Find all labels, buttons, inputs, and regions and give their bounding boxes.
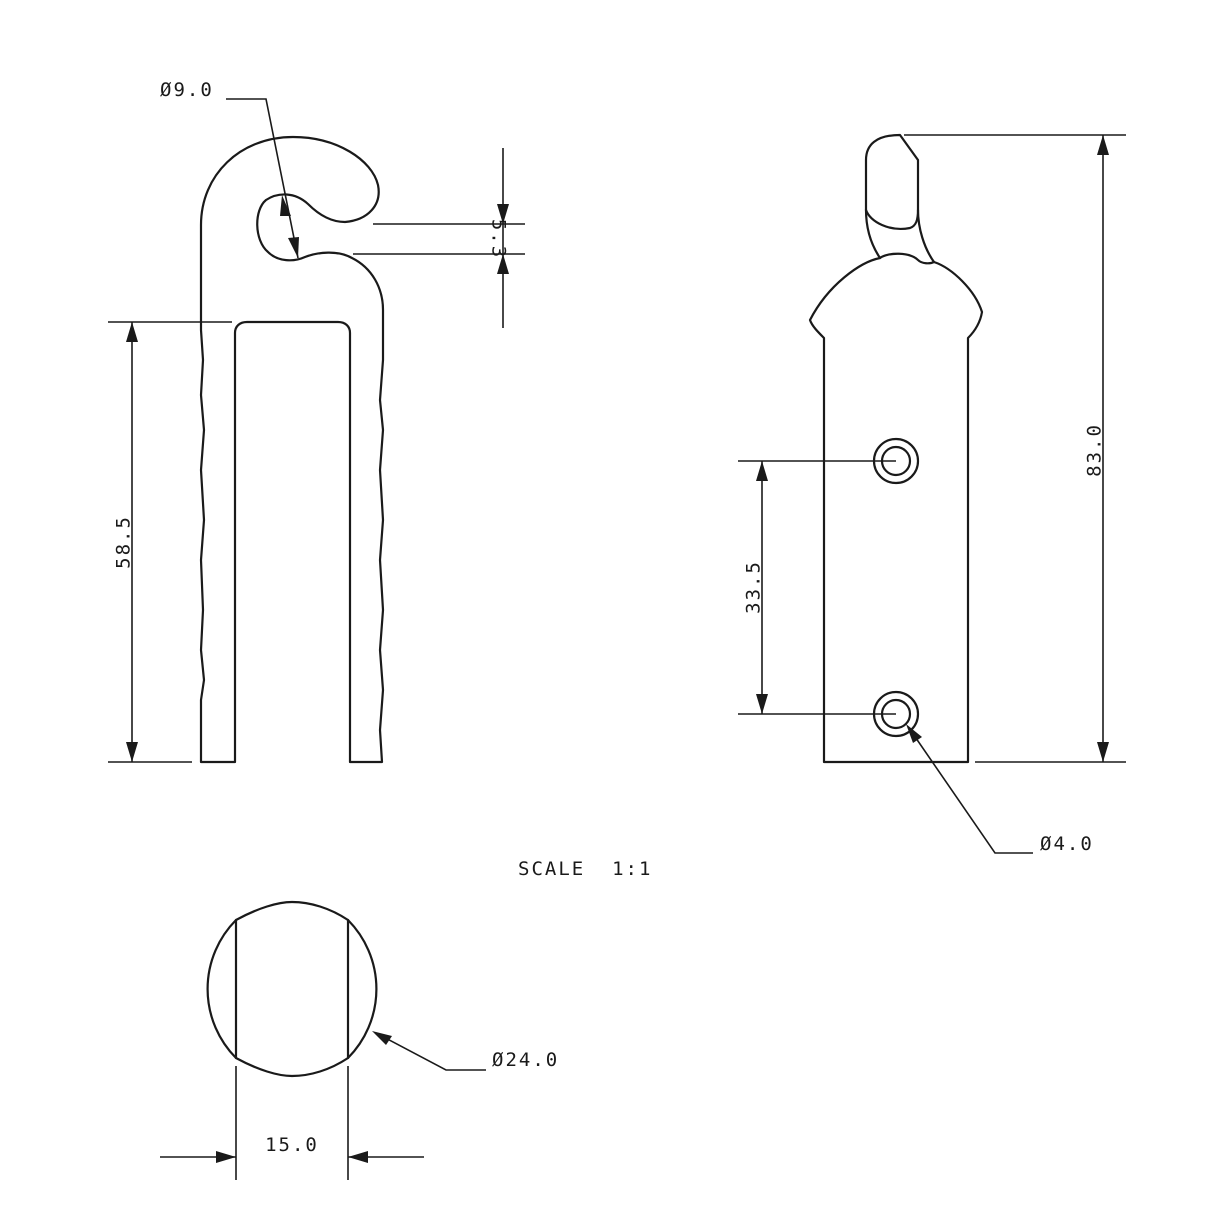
label-hook-gap: 5.3 [488,219,510,259]
label-body-diameter: Ø24.0 [492,1049,559,1071]
dimension-flat-width: 15.0 [160,1066,424,1180]
side-view-neck [864,208,920,230]
label-hole-spacing: 33.5 [743,560,765,614]
label-hook-diameter: Ø9.0 [160,79,214,101]
label-flat-width: 15.0 [265,1134,319,1156]
top-view-outline [206,900,378,1078]
dimension-body-diameter: Ø24.0 [372,1031,559,1071]
label-hole-diameter: Ø4.0 [1040,833,1094,855]
front-view-outline [199,135,385,764]
label-overall-height: 83.0 [1084,423,1106,477]
dimension-slot-length: 58.5 [108,321,232,763]
scale-note: SCALE 1:1 [518,858,652,880]
dimension-hook-diameter: Ø9.0 [160,79,299,259]
dimension-hole-spacing: 33.5 [738,460,896,715]
front-view [199,135,385,764]
side-view [808,133,984,764]
label-slot-length: 58.5 [113,515,135,569]
dimension-hook-gap: 5.3 [353,148,525,328]
top-view [206,900,378,1078]
side-view-rim [878,252,936,265]
side-view-outline [808,133,984,764]
dimension-hole-diameter: Ø4.0 [906,724,1094,855]
dimension-overall-height: 83.0 [904,134,1126,763]
